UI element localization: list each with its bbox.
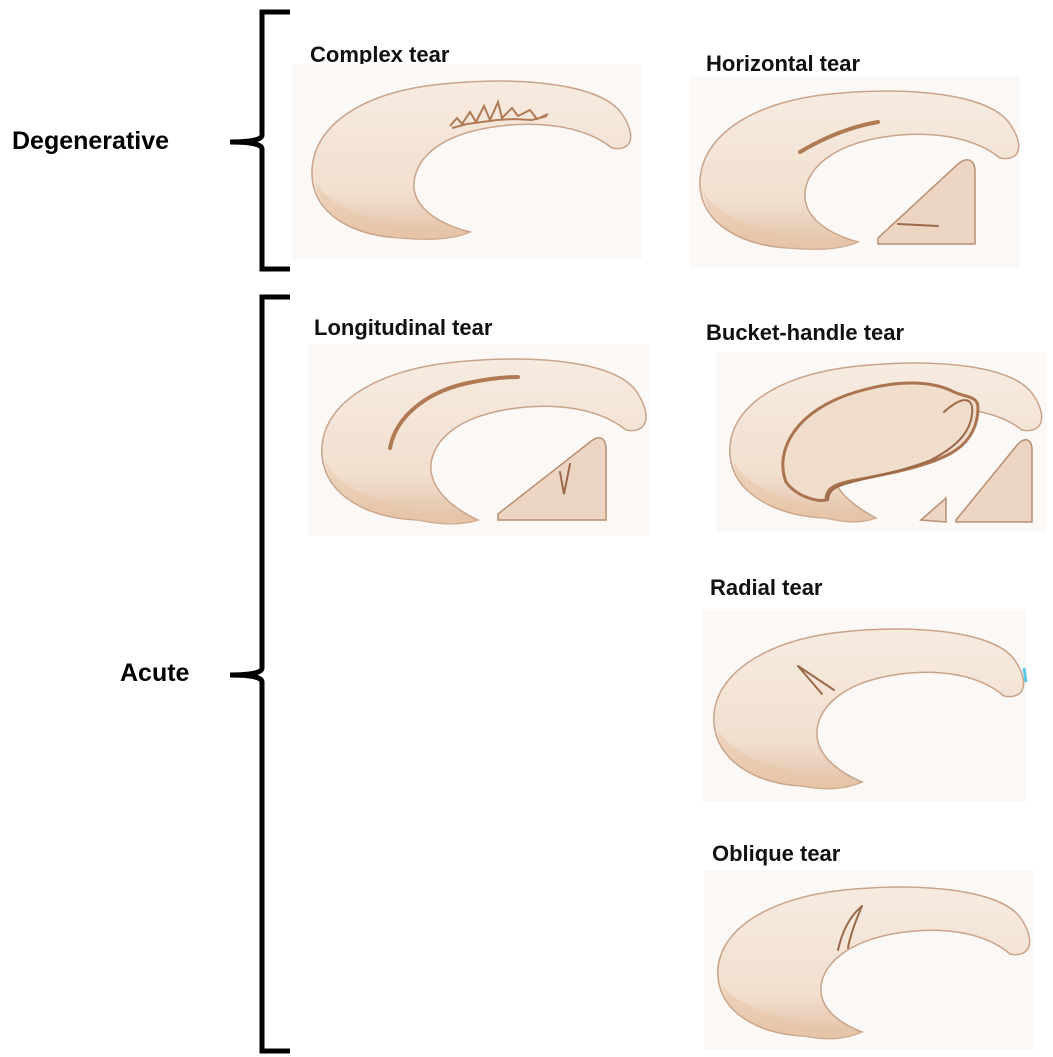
meniscus-oblique-tear [704, 870, 1034, 1050]
bracket-acute [230, 297, 290, 1051]
meniscus-complex-tear [292, 64, 642, 259]
meniscus-radial-tear [702, 610, 1027, 802]
meniscus-horizontal-tear [690, 76, 1020, 268]
bracket-degenerative [230, 12, 290, 269]
meniscus-bucket-handle-tear [716, 352, 1046, 532]
meniscus-longitudinal-tear [308, 344, 650, 536]
